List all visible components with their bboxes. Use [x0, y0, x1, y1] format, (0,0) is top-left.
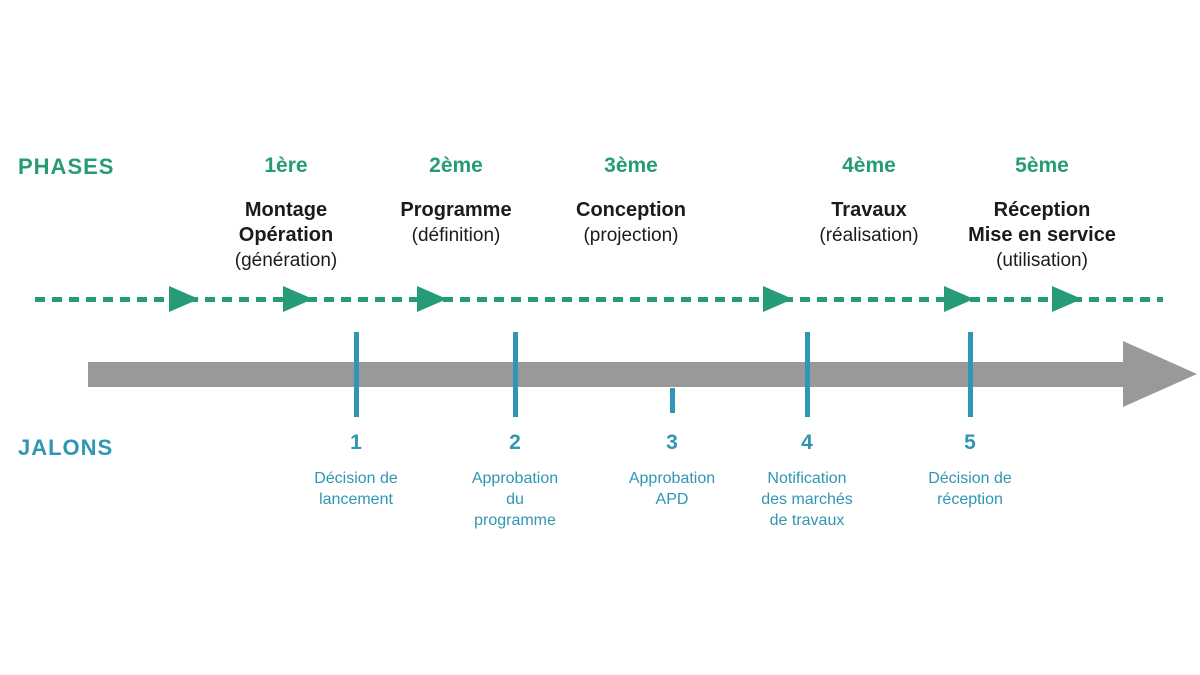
dashed-line-arrowhead-icon — [169, 286, 199, 312]
jalon-label: Approbation du programme — [471, 470, 559, 529]
jalons-row-label: JALONS — [18, 435, 114, 460]
dashed-line-arrowhead-icon — [944, 286, 974, 312]
phase-ordinal: 1ère — [264, 154, 308, 177]
jalon-label: Notification des marchés de travaux — [761, 470, 853, 529]
timeline-arrow-head-icon — [1123, 341, 1197, 407]
jalon-number: 3 — [666, 431, 678, 454]
phase-column-4: 4ème Travaux (réalisation) — [819, 153, 918, 248]
phase-subtitle: (projection) — [583, 225, 679, 246]
phase-subtitle: (utilisation) — [996, 250, 1088, 271]
phase-name: Programme — [400, 199, 512, 221]
phase-column-2: 2ème Programme (définition) — [400, 153, 511, 248]
jalon-column-1: 1 Décision de lancement — [314, 430, 398, 510]
phase-column-3: 3ème Conception (projection) — [576, 153, 686, 248]
dashed-line-arrowhead-icon — [1052, 286, 1082, 312]
phase-name: Conception — [576, 199, 686, 221]
phase-ordinal: 2ème — [429, 154, 483, 177]
jalon-column-3: 3 Approbation APD — [629, 430, 715, 510]
milestone-tick-4 — [805, 332, 810, 417]
phase-name: Travaux — [831, 199, 907, 221]
phase-name: Réception Mise en service — [968, 199, 1116, 246]
phase-subtitle: (définition) — [411, 225, 501, 246]
jalon-column-2: 2 Approbation du programme — [472, 430, 558, 531]
phase-subtitle: (génération) — [234, 250, 338, 271]
phase-ordinal: 3ème — [604, 154, 658, 177]
phase-ordinal: 5ème — [1015, 154, 1069, 177]
phase-column-5: 5ème Réception Mise en service (utilisat… — [968, 153, 1116, 273]
milestone-tick-1 — [354, 332, 359, 417]
jalon-number: 4 — [801, 431, 813, 454]
timeline-arrow-shaft — [88, 362, 1124, 387]
jalon-number: 1 — [350, 431, 362, 454]
jalon-column-5: 5 Décision de réception — [928, 430, 1012, 510]
dashed-line-arrowhead-icon — [417, 286, 447, 312]
milestone-tick-2 — [513, 332, 518, 417]
phase-name: Montage Opération — [238, 199, 334, 246]
jalon-label: Décision de réception — [928, 470, 1012, 508]
dashed-line-arrowhead-icon — [763, 286, 793, 312]
dashed-line-arrowhead-icon — [283, 286, 313, 312]
jalon-label: Approbation APD — [628, 470, 716, 508]
phase-ordinal: 4ème — [842, 154, 896, 177]
phase-subtitle: (réalisation) — [819, 225, 919, 246]
jalon-label: Décision de lancement — [314, 470, 398, 508]
jalon-number: 2 — [509, 431, 521, 454]
phase-column-1: 1ère Montage Opération (génération) — [235, 153, 337, 273]
milestone-tick-5 — [968, 332, 973, 417]
jalon-column-4: 4 Notification des marchés de travaux — [761, 430, 853, 531]
phases-row-label: PHASES — [18, 154, 115, 179]
phases-dashed-line — [35, 297, 1163, 302]
milestone-tick-3 — [670, 388, 675, 413]
jalon-number: 5 — [964, 431, 976, 454]
